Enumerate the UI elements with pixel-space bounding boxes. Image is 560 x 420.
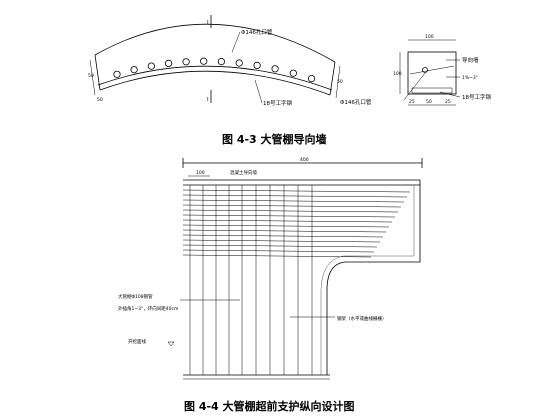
pipe-line — [182, 214, 396, 218]
longitudinal-design-view: 400 100 混凝土导向墙 大管棚Φ108钢管 外插角1~3°，环向间距40c… — [118, 157, 423, 380]
orifice-pipe-circle — [113, 70, 121, 78]
caption-fig-4-3: 图 4-3 大管棚导向墙 — [222, 132, 327, 146]
label-guide-wall: 导向墙 — [462, 56, 479, 64]
steel-frame-lines — [189, 185, 313, 375]
pipe-line — [182, 199, 405, 203]
dim-top: 100 — [425, 34, 434, 40]
pipe-shed-lines — [182, 189, 411, 258]
dim-a: 25 — [409, 99, 415, 105]
label-slope: 1%~3° — [462, 75, 478, 81]
pipe-line — [182, 224, 390, 228]
dim-side: 100 — [393, 71, 402, 77]
pipe-line — [182, 204, 402, 208]
orifice-pipe-circle — [147, 62, 155, 70]
label-pipe-spacing: 外插角1~3°，环向间距40cm — [118, 305, 178, 312]
dim-c: 25 — [445, 99, 451, 105]
label-orifice-pipe-detail: Φ146孔口管 — [340, 98, 372, 106]
pipe-line — [182, 219, 393, 223]
orifice-pipe-circle — [289, 69, 297, 77]
section-mark-bottom: I — [207, 97, 209, 103]
label-orifice-pipe: Φ146孔口管 — [241, 28, 273, 36]
orifice-pipe-row — [113, 57, 316, 83]
dim-left-1: 50 — [88, 73, 94, 79]
orifice-pipe-circle — [217, 57, 225, 66]
caption-fig-4-4: 图 4-4 大管棚超前支护纵向设计图 — [184, 399, 355, 413]
dim-overall: 400 — [300, 157, 309, 163]
dim-left-2: 50 — [97, 97, 103, 103]
label-concrete-guide: 混凝土导向墙 — [230, 169, 257, 176]
pipe-line — [182, 194, 408, 198]
orifice-pipe-circle — [200, 57, 208, 65]
dim-b: 50 — [426, 99, 432, 105]
label-excavation-line: 开挖面线 — [128, 338, 146, 345]
orifice-pipe-circle — [307, 75, 316, 83]
label-pipe-spec: 大管棚Φ108钢管 — [118, 293, 153, 300]
pipe-line — [182, 229, 387, 233]
guide-wall-section-detail: 100 100 25 50 25 导向墙 1%~3° 18号工字钢 Φ146孔口… — [340, 34, 491, 106]
pipe-line — [182, 234, 384, 238]
label-i-beam-detail: 18号工字钢 — [462, 93, 491, 101]
orifice-pipe-circle — [165, 59, 173, 68]
pipe-line — [182, 244, 378, 248]
pipe-line — [182, 249, 375, 253]
section-mark-top: I — [207, 20, 209, 26]
label-i-beam: 18号工字钢 — [263, 99, 292, 107]
guide-wall-arc-view: I I Φ146孔口管 18号工字钢 50 50 50 — [88, 15, 343, 107]
pipe-line — [182, 239, 381, 243]
dim-right: 50 — [337, 79, 343, 85]
orifice-pipe-circle — [130, 66, 138, 74]
orifice-pipe-circle — [253, 61, 261, 70]
orifice-pipe-circle — [271, 65, 279, 73]
pipe-line — [182, 189, 411, 193]
label-steel-frame: 钢架（水平或曲线栅栅） — [337, 315, 387, 322]
pipe-line — [182, 209, 399, 213]
orifice-pipe-circle — [235, 59, 243, 67]
orifice-pipe-circle — [182, 58, 190, 66]
dim-segment: 100 — [196, 170, 205, 176]
